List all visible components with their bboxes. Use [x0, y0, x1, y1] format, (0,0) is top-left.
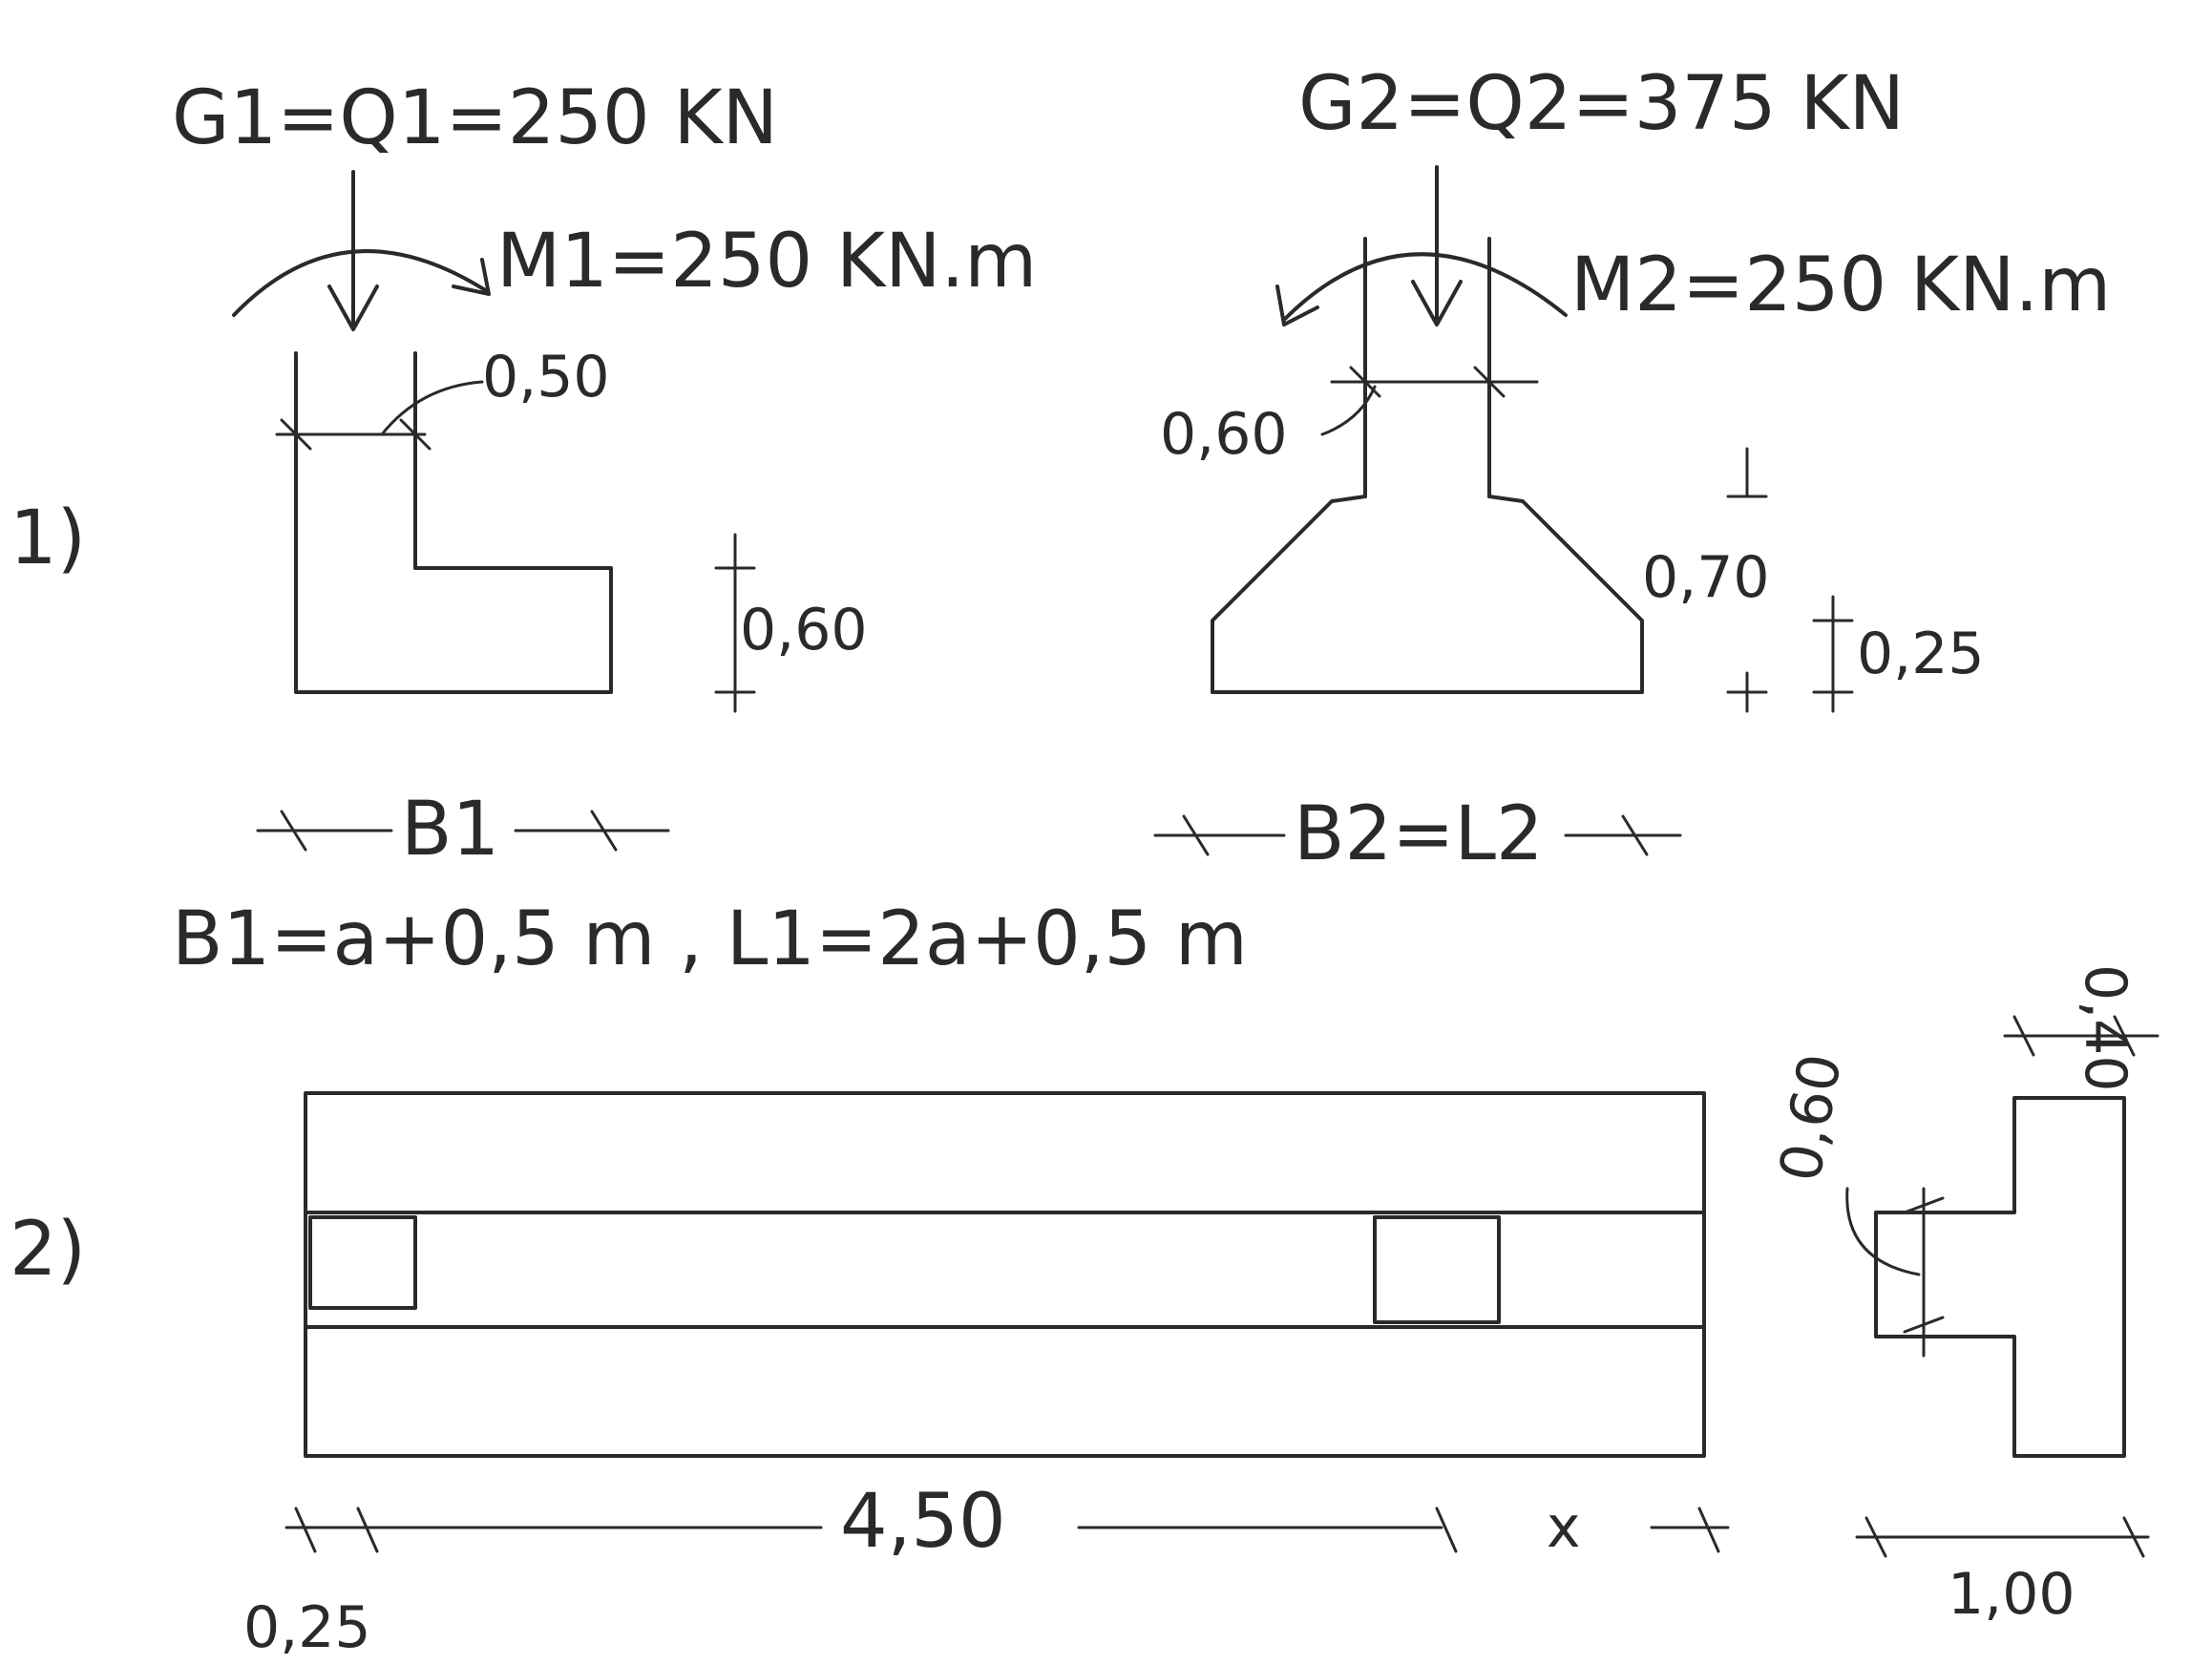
b2-label: B2=L2: [1294, 791, 1544, 877]
dim-tick: [2113, 1015, 2136, 1057]
footing-2-height-label: 0,70: [1642, 544, 1770, 611]
column-1-width-label: 0,50: [482, 344, 610, 411]
load-2-label: G2=Q2=375 KN: [1298, 61, 1905, 147]
dim-tick: [294, 1507, 317, 1553]
column-a-hatched: [308, 1215, 417, 1310]
unknown-x-label: x: [1547, 1494, 1581, 1561]
moment-2-arc: [1282, 252, 1568, 322]
b1-label: B1: [401, 787, 499, 873]
span-label: 4,50: [840, 1479, 1006, 1565]
column-2-width-label: 0,60: [1160, 401, 1288, 468]
moment-2-arrowhead-icon: [1275, 285, 1319, 327]
moment-1-label: M1=250 KN.m: [496, 219, 1037, 305]
web-height-label: 0,60: [1767, 1049, 1855, 1187]
section-width-label: 1,00: [1948, 1561, 2075, 1628]
footing-2: G2=Q2=375 KN M2=250 KN.m 0,60 0,70 0,25: [1153, 61, 2111, 877]
dim-tick: [2012, 1015, 2035, 1057]
dim-tick: [280, 418, 312, 451]
column-b-hatched: [1373, 1215, 1501, 1324]
t-section: 0,40 0,60 1,00: [1767, 964, 2159, 1628]
dim-tick: [1697, 1507, 1720, 1553]
dim-tick: [1182, 814, 1210, 856]
dim-tick: [1473, 366, 1506, 398]
load-1-label: G1=Q1=250 KN: [172, 75, 778, 161]
moment-1-arc: [232, 249, 489, 317]
web-dim-leader: [1845, 1187, 1921, 1276]
load-2-arrowhead-icon: [1411, 280, 1463, 327]
problem-1-number: 1): [10, 495, 86, 581]
footing-1: G1=Q1=250 KN M1=250 KN.m 0,50 0,60 B1: [172, 75, 1037, 873]
t-section-outline: [1874, 1096, 2126, 1458]
dim-tick: [280, 810, 307, 852]
dimension-formula: B1=a+0,5 m , L1=2a+0,5 m: [172, 896, 1248, 982]
flange-thickness-label: 0,40: [2072, 964, 2138, 1092]
column-2-dim-leader: [1320, 385, 1377, 436]
footing-1-height-label: 0,60: [740, 597, 868, 664]
dim-tick: [1349, 366, 1381, 398]
footing-2-outline: [1211, 495, 1644, 694]
footing-2-edge-label: 0,25: [1857, 621, 1985, 687]
dim-tick: [1903, 1316, 1945, 1334]
dim-tick: [1435, 1507, 1458, 1553]
load-1-arrowhead-icon: [327, 285, 379, 331]
dim-tick: [1903, 1196, 1945, 1214]
dim-tick: [1621, 814, 1649, 856]
footing-plan-outline: [304, 1091, 1706, 1458]
problem-2-number: 2): [10, 1207, 86, 1293]
offset-label: 0,25: [243, 1594, 371, 1661]
footing-1-outline: [294, 351, 613, 694]
moment-2-label: M2=250 KN.m: [1570, 242, 2111, 328]
strip-footing-plan: 4,50 x 0,25: [243, 1091, 1730, 1661]
dim-tick: [399, 418, 432, 451]
column-1-dim-leader: [380, 380, 484, 436]
dim-tick: [2122, 1516, 2145, 1558]
dim-tick: [1864, 1516, 1887, 1558]
dim-tick: [356, 1507, 379, 1553]
dim-tick: [590, 810, 618, 852]
moment-1-arrowhead-icon: [452, 258, 491, 296]
